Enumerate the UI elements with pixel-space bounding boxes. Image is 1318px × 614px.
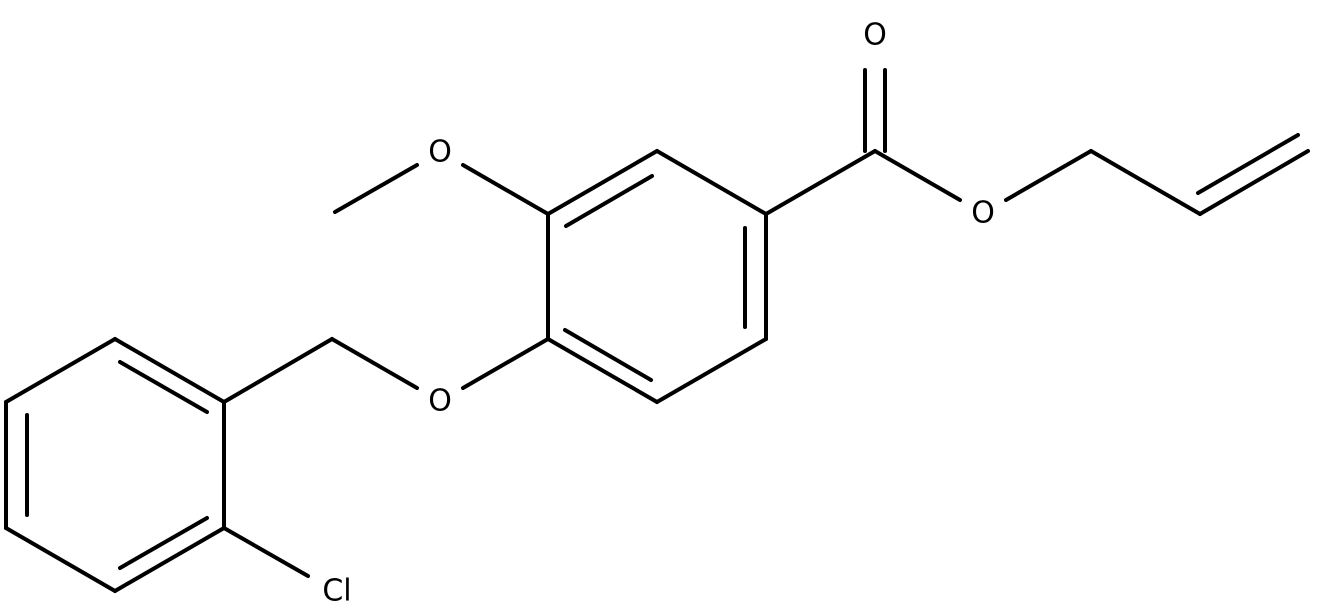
bond-ring-to-carbonyl (764, 149, 877, 216)
bond-vinyl-double-b (1196, 133, 1300, 195)
bond-ether-o-to-ch2 (330, 337, 419, 390)
bond-vinyl-double-a (1198, 149, 1310, 216)
atom-label-methoxy-oxygen: O (428, 135, 452, 170)
bond-aryl-3 (4, 526, 117, 593)
atom-label-ether-oxygen: O (428, 384, 452, 419)
bond-methoxy-o-to-ch3 (333, 163, 419, 214)
bond-ring-5 (546, 149, 659, 216)
atom-label-carbonyl-oxygen: O (863, 18, 887, 53)
benzyl-ether-link (222, 337, 550, 404)
allyl-ester-group (764, 68, 1310, 216)
bond-aryl-6-inner (118, 360, 209, 414)
bond-aryl-2-inner (118, 516, 209, 570)
bond-ring-to-methoxy-o (461, 163, 550, 216)
bond-ring-2 (655, 337, 768, 404)
bond-ring-3-inner (563, 328, 653, 382)
methoxy-group (333, 163, 550, 216)
bond-aryl-to-cl (222, 526, 310, 578)
atom-label-ester-oxygen: O (971, 196, 995, 231)
chlorophenyl-ring (4, 337, 310, 593)
bond-ring-to-ether-o (461, 337, 550, 390)
bond-aryl-5 (4, 337, 117, 404)
bond-aryl-6 (113, 337, 226, 404)
atom-label-chlorine: Cl (322, 574, 351, 609)
bond-ch2-to-aryl (222, 337, 334, 404)
bond-ch2-to-ch (1089, 149, 1202, 216)
bond-ring-5-inner (564, 174, 654, 228)
bond-aryl-2 (113, 526, 226, 593)
bond-ester-o-to-ch2 (1004, 149, 1093, 202)
bond-ring-3 (546, 337, 659, 404)
bond-ring-6 (655, 149, 768, 216)
atom-labels: O O O O Cl (322, 18, 994, 609)
bond-carbonyl-to-ester-o (873, 149, 962, 202)
central-benzene-ring (546, 149, 768, 404)
